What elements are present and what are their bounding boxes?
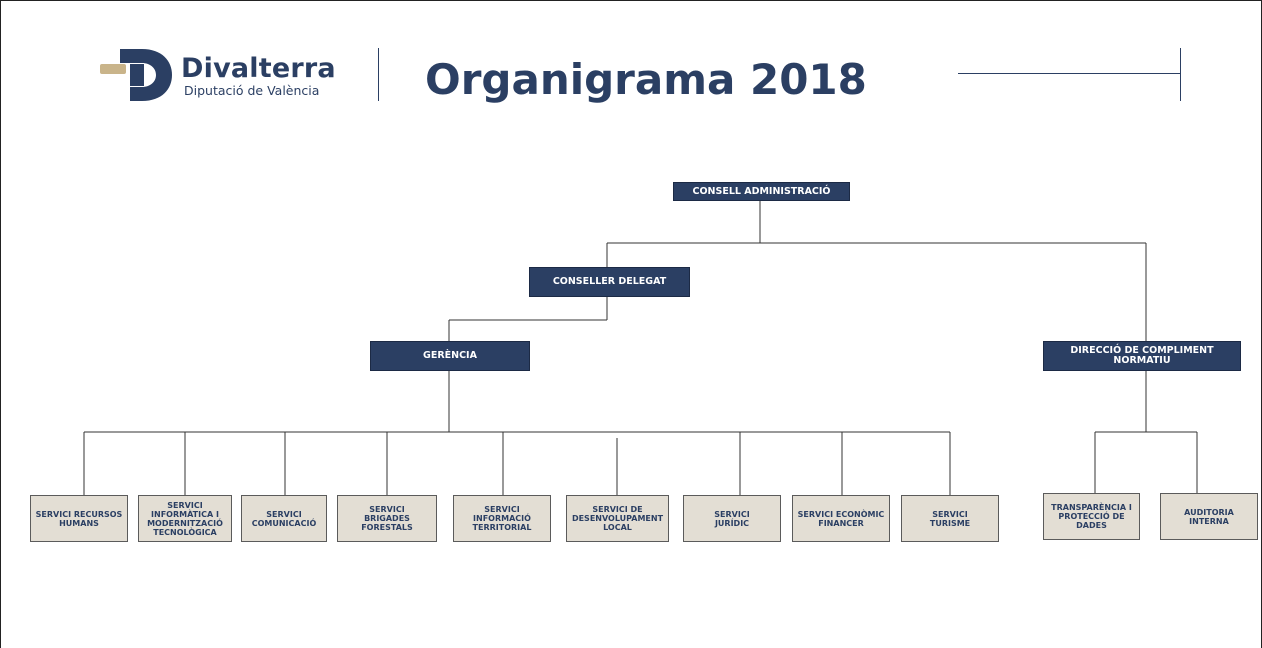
node-label: SERVICI JURÍDIC: [714, 509, 750, 528]
node-auditoria-interna: AUDITORIA INTERNA: [1160, 493, 1258, 540]
node-label: SERVICI COMUNICACIÓ: [251, 509, 317, 528]
node-label: SERVICI RECURSOS HUMANS: [35, 509, 123, 528]
node-label: GERÈNCIA: [423, 350, 477, 361]
node-conseller-delegat: CONSELLER DELEGAT: [529, 267, 690, 297]
divalterra-logo-icon: [100, 49, 172, 101]
node-label: CONSELLER DELEGAT: [552, 276, 667, 287]
node-label: SERVICI INFORMÀTICA I MODERNITZACIÓ TECN…: [147, 500, 223, 537]
node-servici-comunicacio: SERVICI COMUNICACIÓ: [241, 495, 327, 542]
header-divider: [378, 48, 379, 101]
node-servici-informacio-territorial: SERVICI INFORMACIÓ TERRITORIAL: [453, 495, 551, 542]
node-servici-brigades-forestals: SERVICI BRIGADES FORESTALS: [337, 495, 437, 542]
node-label: CONSELL ADMINISTRACIÓ: [692, 185, 831, 197]
logo-name: Divalterra: [181, 53, 336, 84]
node-consell-administracio: CONSELL ADMINISTRACIÓ: [673, 182, 850, 201]
node-servici-turisme: SERVICI TURISME: [901, 495, 999, 542]
node-label: SERVICI ECONÒMIC FINANCER: [797, 509, 885, 528]
node-direccio-compliment-normatiu: DIRECCIÓ DE COMPLIMENT NORMATIU: [1043, 341, 1241, 371]
node-label: SERVICI BRIGADES FORESTALS: [361, 505, 413, 532]
node-label: DIRECCIÓ DE COMPLIMENT NORMATIU: [1070, 345, 1214, 366]
node-servici-juridic: SERVICI JURÍDIC: [683, 495, 781, 542]
page-title: Organigrama 2018: [425, 55, 867, 104]
node-label: AUDITORIA INTERNA: [1184, 507, 1234, 526]
node-servici-desenvolupament-local: SERVICI DE DESENVOLUPAMENT LOCAL: [566, 495, 669, 542]
logo-subtitle: Diputació de València: [184, 83, 320, 98]
node-label: SERVICI INFORMACIÓ TERRITORIAL: [472, 505, 532, 532]
node-servici-informatica: SERVICI INFORMÀTICA I MODERNITZACIÓ TECN…: [138, 495, 232, 542]
node-servici-recursos-humans: SERVICI RECURSOS HUMANS: [30, 495, 128, 542]
node-transparencia-proteccio-dades: TRANSPARÈNCIA I PROTECCIÓ DE DADES: [1043, 493, 1140, 540]
node-label: SERVICI TURISME: [929, 509, 971, 528]
node-label: TRANSPARÈNCIA I PROTECCIÓ DE DADES: [1051, 503, 1132, 530]
node-label: SERVICI DE DESENVOLUPAMENT LOCAL: [571, 505, 664, 532]
header-rule-end: [1180, 48, 1181, 101]
node-servici-economic-financer: SERVICI ECONÒMIC FINANCER: [792, 495, 890, 542]
node-gerencia: GERÈNCIA: [370, 341, 530, 371]
header-rule: [958, 73, 1181, 74]
